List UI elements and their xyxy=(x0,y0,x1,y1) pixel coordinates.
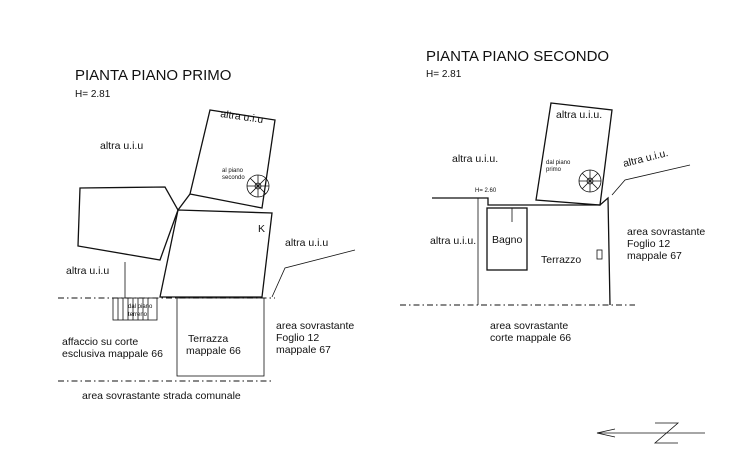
pillar xyxy=(596,249,603,260)
label-area-right-2: Foglio 12 xyxy=(276,332,319,344)
spiral-stair-icon xyxy=(578,169,602,193)
spiral-stair-icon xyxy=(246,174,270,198)
label-stair-note-2-1: dal piano xyxy=(546,160,571,166)
second-floor-plan xyxy=(400,102,691,306)
label-terrazzo: Terrazzo xyxy=(541,254,581,266)
label-area-bottom-2: corte mappale 66 xyxy=(490,332,571,344)
second-floor-title: PIANTA PIANO SECONDO xyxy=(426,48,609,65)
first-floor-height: H= 2.81 xyxy=(75,89,111,100)
label-terrazza-1: Terrazza xyxy=(188,333,228,345)
label-stair-ground-2: terreno xyxy=(128,312,148,318)
boundary-line-2 xyxy=(611,164,691,196)
main-room-wall xyxy=(159,209,273,298)
label-terrazza-2: mappale 66 xyxy=(186,345,241,357)
label-altra-right: altra u.i.u xyxy=(285,237,328,249)
label-area-right-2-2: Foglio 12 xyxy=(627,238,670,250)
label-area-right-1: area sovrastante xyxy=(276,320,354,332)
label-stair-note-2-2: primo xyxy=(546,167,562,173)
label-affaccio-1: affaccio su corte xyxy=(62,336,138,348)
label-altra-top: altra u.i.u xyxy=(220,108,265,126)
label-area-bottom-1: area sovrastante xyxy=(490,320,568,332)
label-altra-left-upper: altra u.i.u xyxy=(100,140,143,152)
label-altra-right-2: altra u.i.u. xyxy=(622,147,670,170)
first-floor-title: PIANTA PIANO PRIMO xyxy=(75,67,231,84)
label-altra-left-lower: altra u.i.u xyxy=(66,265,109,277)
label-altra-bagno: altra u.i.u. xyxy=(430,235,476,247)
label-k: K xyxy=(258,223,265,235)
left-room-wall xyxy=(77,186,179,261)
upper-room-wall xyxy=(189,109,276,209)
label-stair-note-2: secondo xyxy=(222,175,245,181)
label-strada: area sovrastante strada comunale xyxy=(82,390,241,402)
connector-wall xyxy=(177,193,191,211)
north-arrow-icon xyxy=(596,422,705,444)
label-bagno: Bagno xyxy=(492,234,523,246)
second-floor-height: H= 2.81 xyxy=(426,69,462,80)
first-floor-plan xyxy=(58,109,356,382)
label-affaccio-2: esclusiva mappale 66 xyxy=(62,348,163,360)
label-area-right-2-1: area sovrastante xyxy=(627,226,705,238)
label-h-bagno: H= 2.60 xyxy=(475,188,497,194)
label-area-right-3: mappale 67 xyxy=(276,344,331,356)
label-stair-ground-1: dal piano xyxy=(128,304,153,310)
ground-stairs xyxy=(112,297,158,321)
boundary-line xyxy=(271,249,356,298)
label-stair-note-1: al piano xyxy=(222,168,244,174)
terrace-wall-2 xyxy=(432,196,611,306)
terrace-outline xyxy=(176,297,265,377)
bagno-wall xyxy=(486,207,528,271)
label-altra-top-2: altra u.i.u. xyxy=(556,109,602,121)
label-area-right-2-3: mappale 67 xyxy=(627,250,682,262)
label-altra-left-2: altra u.i.u. xyxy=(452,153,498,165)
